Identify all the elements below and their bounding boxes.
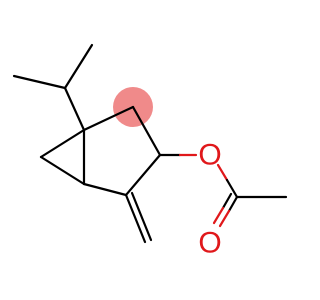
bond-carbonyl-double-2-red	[212, 206, 225, 225]
bond-cyclopropane-top	[39, 128, 86, 159]
bond-methylene-line-2	[130, 191, 153, 242]
atom-label-ester-oxygen: O	[198, 139, 221, 172]
bond-isopropyl-to-ring	[63, 86, 86, 132]
bond-carbonyl-double-1-black	[227, 195, 239, 213]
bond-ring-c3-c4	[124, 153, 162, 197]
bond-isopropyl-methyl-left	[12, 74, 67, 90]
bond-ring-c1-c2	[82, 105, 135, 132]
bond-cyclopropane-bottom	[39, 155, 86, 186]
bond-o-carbonyl-red	[216, 163, 229, 182]
bond-carbonyl-double-2-black	[221, 192, 233, 210]
bond-isopropyl-methyl-right	[63, 43, 94, 90]
molecule-diagram: O O	[12, 43, 288, 260]
atom-label-carbonyl-oxygen: O	[198, 227, 221, 260]
bond-methylene-line-1	[124, 193, 147, 244]
bond-o-carbonyl-black	[225, 178, 239, 199]
bond-ring-c4-c5	[82, 182, 128, 197]
bond-ring-c2-c3	[131, 105, 162, 157]
bond-carbonyl-double-1-red	[218, 209, 231, 228]
